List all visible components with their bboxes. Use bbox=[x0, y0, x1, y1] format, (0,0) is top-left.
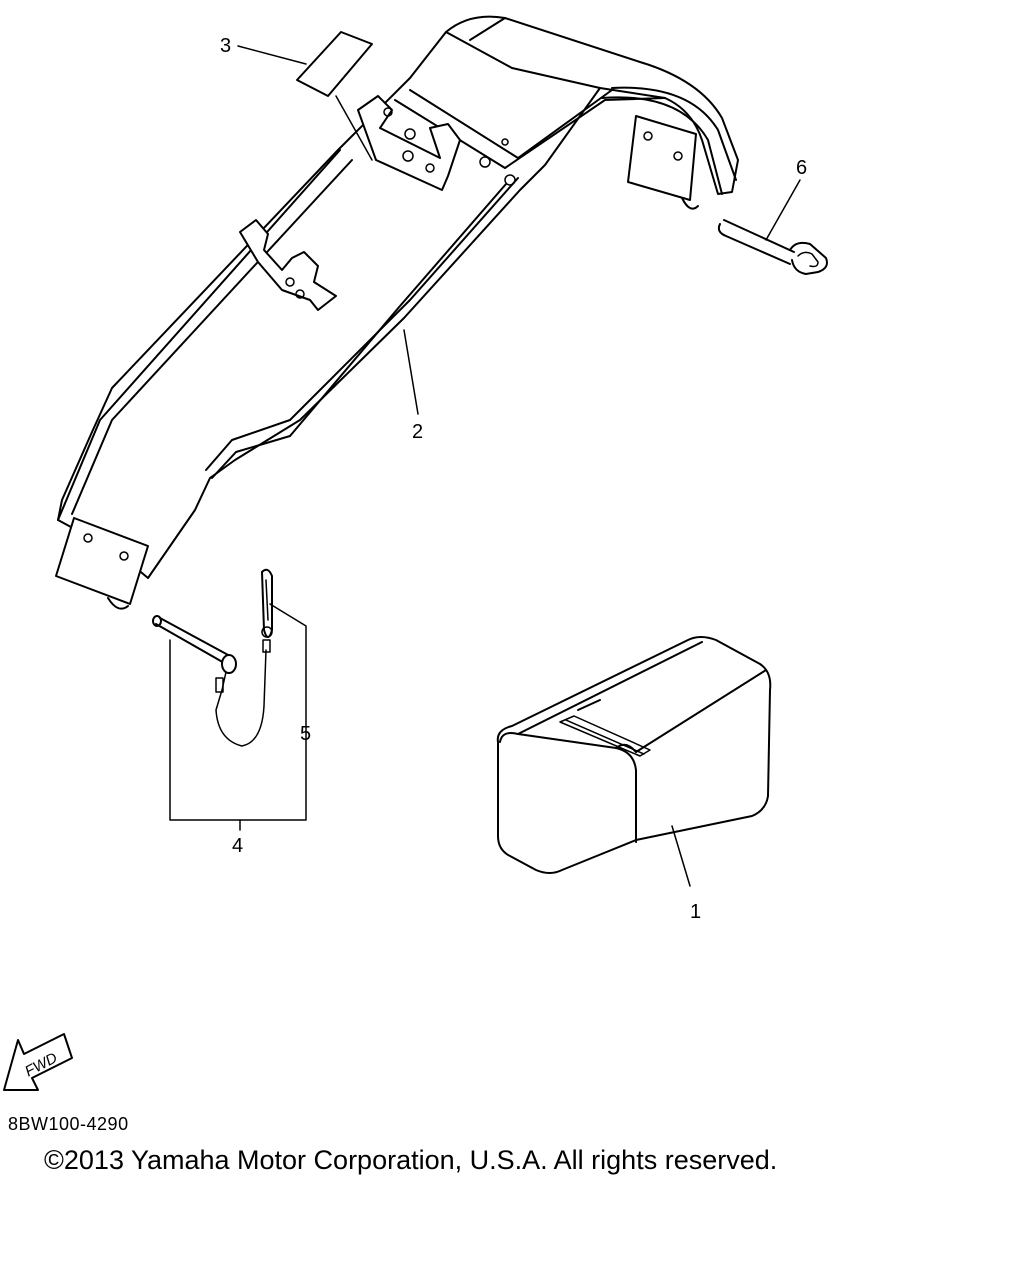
upper-bracket bbox=[357, 95, 461, 191]
front-hinge-plate bbox=[55, 517, 149, 610]
forward-arrow-icon: FWD bbox=[3, 1033, 73, 1091]
storage-box-part bbox=[496, 636, 772, 874]
callout-5: 5 bbox=[300, 723, 311, 745]
callout-1: 1 bbox=[690, 901, 701, 923]
middle-bracket bbox=[239, 219, 337, 311]
pin-and-clip-part bbox=[152, 568, 273, 747]
rail-part bbox=[57, 15, 739, 579]
callout-3: 3 bbox=[220, 35, 231, 57]
part-code: 8BW100-4290 bbox=[8, 1114, 129, 1134]
callout-6: 6 bbox=[796, 157, 807, 179]
leader-lines bbox=[169, 45, 801, 887]
copyright-notice: ©2013 Yamaha Motor Corporation, U.S.A. A… bbox=[44, 1145, 778, 1175]
callout-2: 2 bbox=[412, 421, 423, 443]
decal-part bbox=[296, 31, 373, 97]
rear-hinge-plate bbox=[627, 115, 699, 210]
callout-4: 4 bbox=[232, 835, 243, 857]
l-pin-part bbox=[717, 219, 828, 275]
